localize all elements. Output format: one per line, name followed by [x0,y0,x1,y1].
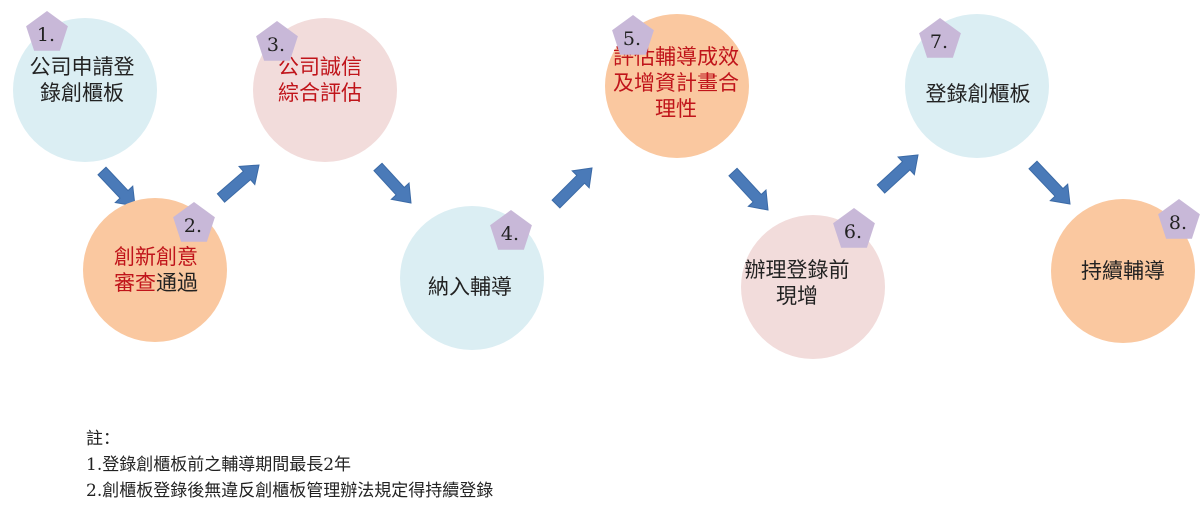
step-number: 2. [184,215,202,237]
notes-line-1: 1.登錄創櫃板前之輔導期間最長2年 [86,455,352,475]
step-label-line: 納入輔導 [428,275,512,299]
step-label-line: 辦理登錄前 [745,258,850,282]
step-circle [741,215,885,359]
step-number-badge: 3. [256,21,298,61]
step-4: 納入輔導 4. [400,206,544,350]
step-circle [13,18,157,162]
arrow-4 [551,167,593,209]
arrow-6 [876,154,919,194]
arrow-3 [373,162,412,204]
step-number-badge: 1. [26,11,68,51]
step-label-line: 理性 [655,97,697,121]
step-number-badge: 7. [919,18,961,58]
arrow-5 [728,167,769,211]
step-label-line: 錄創櫃板 [40,81,124,105]
notes-line-2: 2.創櫃板登錄後無違反創櫃板管理辦法規定得持續登錄 [86,481,494,501]
arrow-7 [1028,160,1071,205]
step-number: 7. [930,31,948,53]
step-7: 登錄創櫃板 7. [905,14,1049,158]
step-number: 3. [267,34,285,56]
step-label-line: 審查通過 [114,271,198,295]
step-number-badge: 2. [173,202,215,242]
step-number: 6. [844,221,862,243]
notes: 註： 1.登錄創櫃板前之輔導期間最長2年 2.創櫃板登錄後無違反創櫃板管理辦法規… [86,426,493,504]
step-number-badge: 6. [833,208,875,248]
step-label-line: 綜合評估 [278,81,362,105]
step-label-line: 創新創意 [114,245,198,269]
step-8: 持續輔導 8. [1051,199,1200,343]
step-label-line: 登錄創櫃板 [926,82,1031,106]
step-number: 4. [501,223,519,245]
step-number-badge: 8. [1158,199,1200,239]
step-number-badge: 4. [490,210,532,250]
notes-heading: 註： [86,429,120,449]
step-label-line: 持續輔導 [1081,259,1165,283]
step-number-badge: 5. [612,15,654,55]
arrow-2 [216,164,260,203]
step-label-line: 公司申請登 [30,55,135,79]
step-number: 5. [623,28,641,50]
step-label-line: 公司誠信 [278,55,362,79]
step-circle [1051,199,1195,343]
step-label-line: 及增資計畫合 [613,71,739,95]
arrow-1 [97,166,136,207]
step-number: 1. [37,24,55,46]
step-number: 8. [1169,212,1187,234]
step-label-line: 現增 [776,284,818,308]
